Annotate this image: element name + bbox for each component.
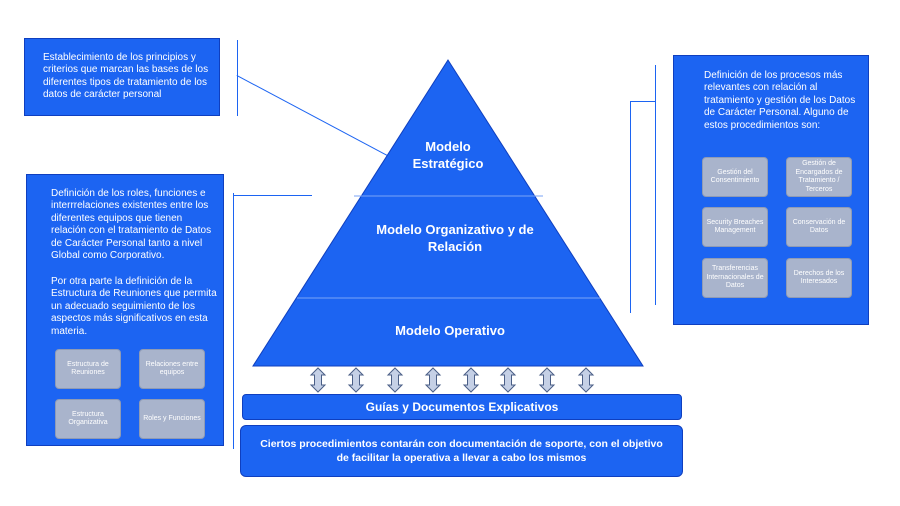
double-arrow-icon bbox=[347, 367, 365, 393]
strategic-description-box: Establecimiento de los principios y crit… bbox=[24, 38, 220, 116]
pyramid-shape bbox=[252, 59, 644, 367]
chip-gestion-consentimiento: Gestión del Consentimiento bbox=[702, 157, 768, 197]
double-arrow-icon bbox=[499, 367, 517, 393]
left-bottom-bracket bbox=[233, 193, 234, 449]
organizational-description-box: Definición de los roles, funciones e int… bbox=[26, 174, 224, 446]
left-bottom-connector bbox=[233, 195, 312, 196]
chip-relaciones-equipos: Relaciones entre equipos bbox=[139, 349, 205, 389]
double-arrow-icon bbox=[309, 367, 327, 393]
chip-derechos-interesados: Derechos de los Interesados bbox=[786, 258, 852, 298]
chip-estructura-organizativa: Estructura Organizativa bbox=[55, 399, 121, 439]
right-vertical-connector bbox=[630, 101, 631, 313]
chip-estructura-reuniones: Estructura de Reuniones bbox=[55, 349, 121, 389]
operational-description-box: Definición de los procesos más relevante… bbox=[673, 55, 869, 325]
double-arrows bbox=[309, 367, 595, 393]
double-arrow-icon bbox=[386, 367, 404, 393]
chip-transferencias-internacionales: Transferencias Internacionales de Datos bbox=[702, 258, 768, 298]
strategic-description-text: Establecimiento de los principios y crit… bbox=[43, 52, 209, 101]
chip-gestion-encargados: Gestión de Encargados de Tratamiento / T… bbox=[786, 157, 852, 197]
double-arrow-icon bbox=[462, 367, 480, 393]
pyramid-label-strategic: Modelo Estratégico bbox=[412, 139, 484, 171]
pyramid-label-operational: Modelo Operativo bbox=[395, 323, 505, 338]
right-bracket bbox=[655, 65, 656, 305]
right-top-connector bbox=[630, 101, 655, 102]
double-arrow-icon bbox=[577, 367, 595, 393]
double-arrow-icon bbox=[538, 367, 556, 393]
meetings-structure-text: Por otra parte la definición de la Estru… bbox=[51, 276, 217, 337]
pyramid-label-organizational: Modelo Organizativo y de Relación bbox=[376, 222, 534, 254]
footer-bar-label: Ciertos procedimientos contarán con docu… bbox=[260, 438, 663, 464]
footer-bar: Ciertos procedimientos contarán con docu… bbox=[240, 425, 683, 477]
left-top-bracket bbox=[237, 40, 238, 116]
chip-security-breaches: Security Breaches Management bbox=[702, 207, 768, 247]
organizational-description-text: Definición de los roles, funciones e int… bbox=[51, 188, 212, 262]
chip-roles-funciones: Roles y Funciones bbox=[139, 399, 205, 439]
guides-bar-label: Guías y Documentos Explicativos bbox=[365, 400, 559, 414]
guides-bar: Guías y Documentos Explicativos bbox=[242, 394, 682, 420]
operational-description-text: Definición de los procesos más relevante… bbox=[704, 70, 856, 131]
chip-conservacion-datos: Conservación de Datos bbox=[786, 207, 852, 247]
double-arrow-icon bbox=[424, 367, 442, 393]
